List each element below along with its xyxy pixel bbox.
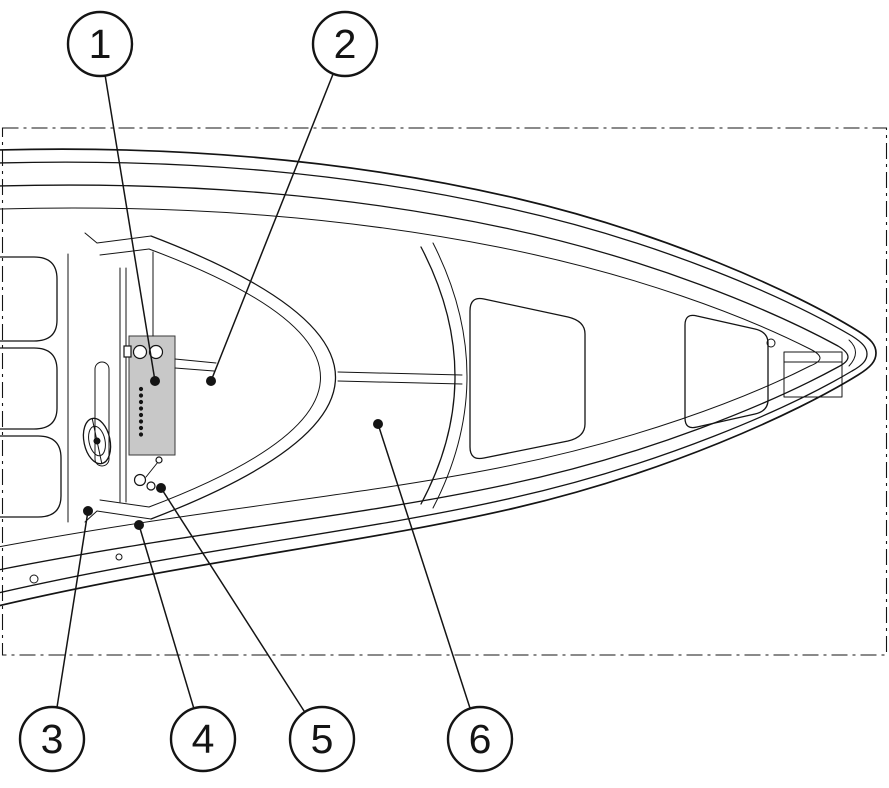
bow-tip-line: [848, 339, 856, 367]
callout-number-2: 2: [334, 21, 357, 67]
anchor-locker: [783, 351, 843, 398]
leader-line-5: [160, 487, 323, 740]
leader-lines: [51, 43, 481, 740]
callout-circle-5: [288, 705, 356, 773]
bow-fitting-circle: [766, 338, 776, 348]
target-dot-4: [134, 520, 144, 530]
leader-line-1: [99, 43, 156, 382]
gunwale-inner-line: [0, 184, 849, 571]
bow-seat-front-arc: [420, 246, 456, 505]
callout-circle-1: [66, 10, 134, 78]
boat-drawing: [0, 148, 877, 607]
seat-pedestal-track: [94, 361, 110, 467]
leader-line-6: [377, 423, 481, 740]
seat-cushion-2: [0, 347, 58, 430]
windshield-bottom-wing: [84, 499, 152, 523]
target-dot-6: [373, 419, 383, 429]
deck-hatch-large: [469, 297, 586, 460]
gauge-dial-2: [148, 344, 164, 360]
hull-fitting-circle-2: [115, 553, 123, 561]
deck-hatch-small: [684, 314, 769, 429]
callout-circle-6: [446, 705, 514, 773]
console-side-lines: [119, 251, 154, 503]
callout-balloon-6: 6: [446, 705, 514, 773]
console-grab-handle: [174, 358, 217, 372]
callout-balloon-2: 2: [311, 10, 379, 78]
callout-balloon-5: 5: [288, 705, 356, 773]
callout-number-1: 1: [89, 21, 112, 67]
hull-fitting-circle-1: [29, 574, 39, 584]
target-dot-5: [156, 483, 166, 493]
target-dot-2: [206, 376, 216, 386]
callout-balloon-3: 3: [18, 705, 86, 773]
cockpit-coaming-line: [0, 207, 821, 548]
callout-number-5: 5: [311, 716, 334, 762]
callout-circle-2: [311, 10, 379, 78]
leader-dots: [83, 376, 383, 530]
callout-balloon-4: 4: [169, 705, 237, 773]
callout-number-3: 3: [41, 716, 64, 762]
callout-balloon-1: 1: [66, 10, 134, 78]
target-dot-3: [83, 506, 93, 516]
leader-line-2: [210, 43, 346, 382]
switch-panel-dots: [138, 386, 144, 437]
drawing-frame: [1, 127, 888, 656]
windshield-inner-arc: [148, 248, 321, 508]
gauge-dial-1: [132, 344, 148, 360]
seat-cushion-3: [0, 435, 62, 518]
callout-circle-3: [18, 705, 86, 773]
throttle-control: [133, 456, 163, 491]
windshield-outer-arc: [150, 235, 336, 520]
callout-number-4: 4: [192, 716, 215, 762]
console-switch-block: [123, 345, 132, 358]
walkthrough-center-seam: [337, 371, 463, 385]
leader-line-3: [51, 510, 89, 740]
callout-circle-4: [169, 705, 237, 773]
seat-cushion-1: [0, 256, 58, 342]
callout-balloons: 1 2 3 4 5 6: [18, 10, 514, 773]
leader-line-4: [138, 524, 204, 740]
hull-rubrail-line: [0, 161, 868, 594]
target-dot-1: [150, 376, 160, 386]
windshield-top-wing: [84, 232, 152, 256]
bow-seat-front-arc-inner: [432, 242, 468, 509]
callout-number-6: 6: [469, 716, 492, 762]
